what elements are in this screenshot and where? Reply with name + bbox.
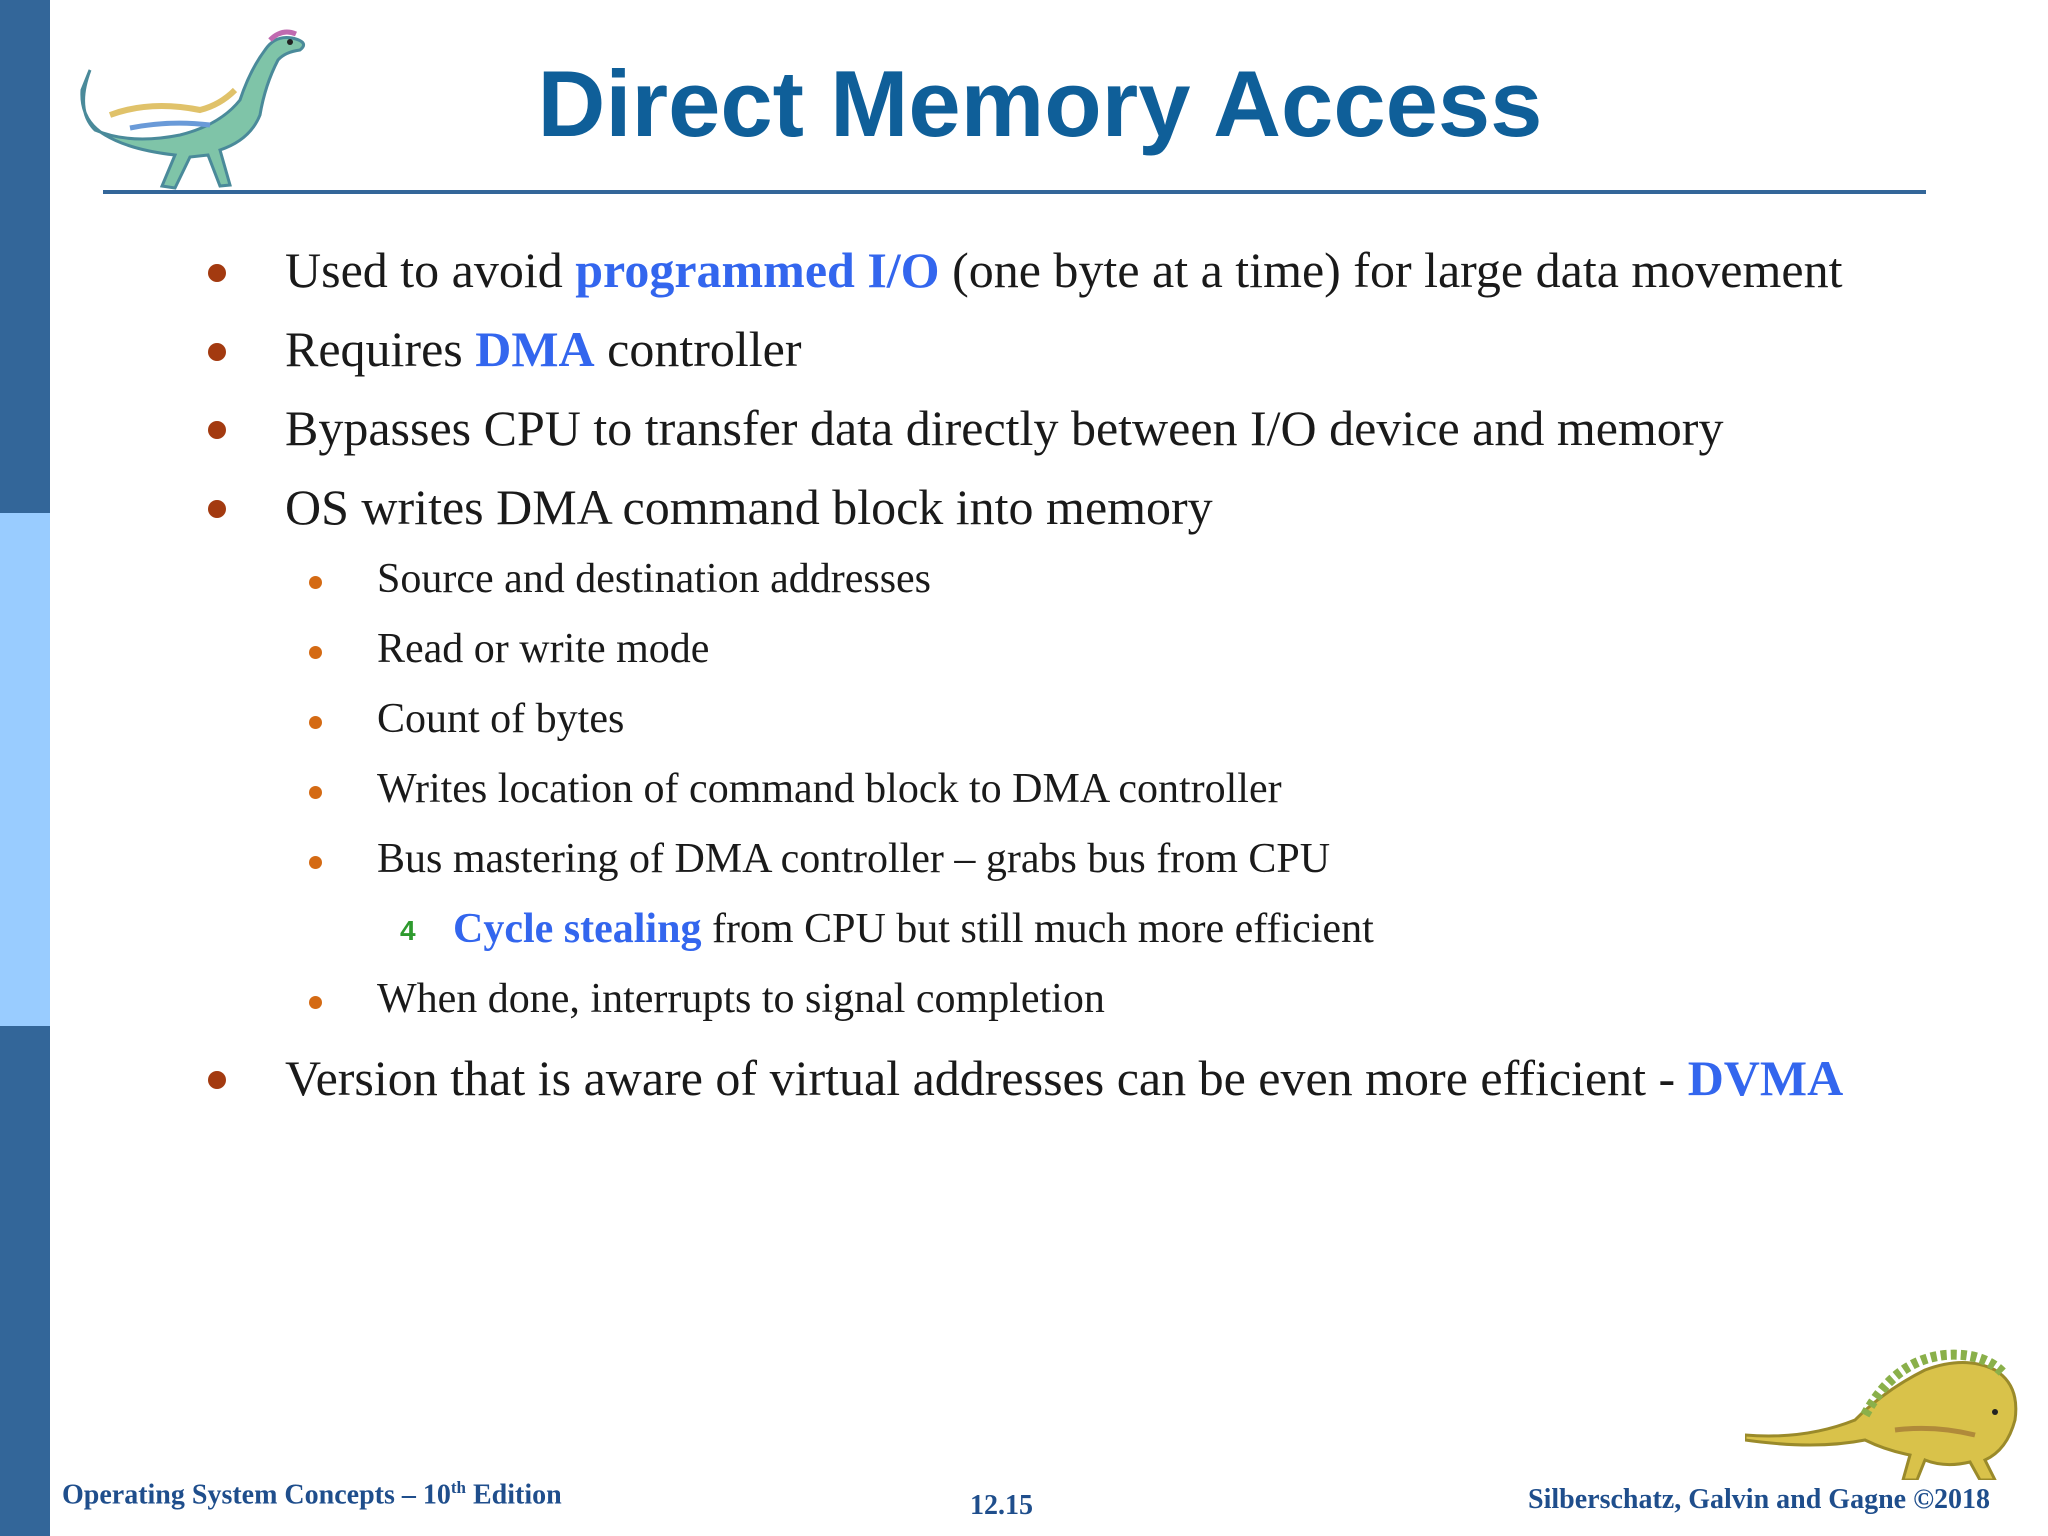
list-item: Read or write mode	[377, 626, 710, 672]
list-item: OS writes DMA command block into memory	[285, 479, 1213, 535]
title-underline	[103, 190, 1926, 194]
dinosaur-icon	[1743, 1340, 2035, 1485]
list-item: Used to avoid programmed I/O (one byte a…	[285, 242, 1843, 298]
footer-book-title: Operating System Concepts – 10th Edition	[62, 1478, 562, 1511]
bullet-marker	[208, 500, 226, 518]
list-item: Cycle stealing from CPU but still much m…	[453, 906, 1374, 952]
sub-bullet-marker	[309, 856, 322, 869]
slide-title: Direct Memory Access	[537, 51, 1543, 156]
bullet-marker	[208, 1071, 226, 1089]
bullet-marker	[208, 264, 226, 282]
sub-bullet-marker	[309, 716, 322, 729]
side-bar-bottom-segment	[0, 1026, 50, 1536]
side-bar-middle-segment	[0, 513, 50, 1026]
sub-bullet-marker	[309, 646, 322, 659]
side-bar	[0, 0, 50, 1536]
sub-bullet-marker	[309, 576, 322, 589]
sub-sub-bullet-marker: 4	[400, 915, 416, 946]
list-item: Requires DMA controller	[285, 321, 802, 377]
list-item: Bus mastering of DMA controller – grabs …	[377, 836, 1331, 882]
list-item: Source and destination addresses	[377, 556, 932, 602]
list-item: Bypasses CPU to transfer data directly b…	[285, 400, 1724, 456]
sub-bullet-marker	[309, 786, 322, 799]
list-item: When done, interrupts to signal completi…	[377, 976, 1105, 1022]
dinosaur-icon	[70, 10, 320, 195]
list-item: Version that is aware of virtual address…	[285, 1050, 1844, 1106]
side-bar-top-segment	[0, 0, 50, 513]
slide-number: 12.15	[970, 1490, 1033, 1521]
sub-bullet-marker	[309, 996, 322, 1009]
list-item: Count of bytes	[377, 696, 625, 742]
bullet-marker	[208, 343, 226, 361]
bullet-marker	[208, 421, 226, 439]
footer-authors: Silberschatz, Galvin and Gagne ©2018	[1528, 1484, 1990, 1515]
list-item: Writes location of command block to DMA …	[377, 766, 1282, 812]
